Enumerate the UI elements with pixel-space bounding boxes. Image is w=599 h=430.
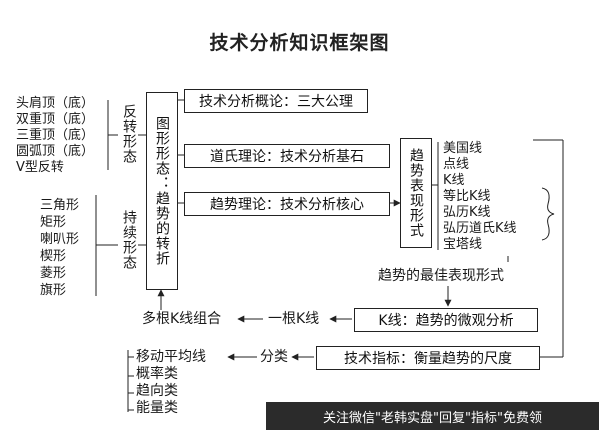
indicator-types-list: 移动平均线 概率类 趋向类 能量类: [136, 349, 206, 417]
indicator-label: 技术指标：衡量趋势的尺度: [344, 351, 512, 367]
single-kline-label: 一根K线: [268, 311, 320, 327]
list-item: 宝塔线: [443, 237, 483, 252]
trend-forms-label: 趋势表现形式: [408, 148, 424, 238]
kline-label: K线：趋势的微观分析: [378, 313, 514, 329]
reversal-list: 头肩顶（底） 双重顶（底） 三重顶（底） 圆弧顶（底） V型反转: [16, 96, 94, 176]
list-item: 头肩顶（底）: [16, 96, 95, 111]
list-item: 弘历K线: [443, 205, 491, 220]
pattern-box-label: 图形形态：趋势的转折: [154, 116, 170, 266]
trend-theory-box: 趋势理论：技术分析核心: [184, 192, 390, 216]
list-item: 旗形: [40, 283, 67, 298]
trend-forms-box: 趋势表现形式: [400, 138, 432, 248]
list-item: 矩形: [40, 215, 67, 230]
list-item: 点线: [443, 157, 470, 172]
reversal-label: 反转形态: [121, 104, 137, 164]
list-item: 菱形: [40, 266, 67, 281]
list-item: 弘历道氏K线: [443, 221, 517, 236]
page-title: 技术分析知识框架图: [209, 32, 390, 54]
list-item: 美国线: [443, 141, 483, 156]
overview-label: 技术分析概论：三大公理: [199, 94, 353, 110]
continuation-label: 持续形态: [121, 210, 137, 270]
list-item: K线: [443, 173, 465, 188]
kline-box: K线：趋势的微观分析: [354, 308, 538, 332]
list-item: 移动平均线: [136, 349, 206, 365]
continuation-list: 三角形 矩形 喇叭形 楔形 菱形 旗形: [40, 197, 79, 299]
list-item: 等比K线: [443, 189, 491, 204]
trend-theory-label: 趋势理论：技术分析核心: [210, 197, 364, 213]
list-item: 圆弧顶（底）: [16, 144, 95, 159]
list-item: 楔形: [40, 249, 67, 264]
list-item: 双重顶（底）: [16, 112, 95, 127]
list-item: V型反转: [16, 160, 64, 175]
list-item: 喇叭形: [40, 232, 80, 247]
indicator-box: 技术指标：衡量趋势的尺度: [316, 346, 540, 370]
dow-theory-label: 道氏理论：技术分析基石: [210, 149, 364, 165]
list-item: 三重顶（底）: [16, 128, 95, 143]
trend-forms-list: 美国线 点线 K线 等比K线 弘历K线 弘历道氏K线 宝塔线: [443, 141, 517, 253]
list-item: 趋向类: [136, 383, 178, 399]
classify-label: 分类: [260, 349, 288, 365]
multi-kline-label: 多根K线组合: [142, 311, 222, 327]
watermark-banner: 关注微信"老韩实盘"回复"指标"免费领: [266, 402, 599, 430]
list-item: 三角形: [40, 198, 80, 213]
list-item: 能量类: [136, 400, 178, 416]
dow-theory-box: 道氏理论：技术分析基石: [184, 144, 390, 168]
pattern-box: 图形形态：趋势的转折: [146, 92, 178, 290]
list-item: 概率类: [136, 366, 178, 382]
overview-box: 技术分析概论：三大公理: [184, 89, 368, 113]
best-form-label: 趋势的最佳表现形式: [378, 268, 504, 284]
